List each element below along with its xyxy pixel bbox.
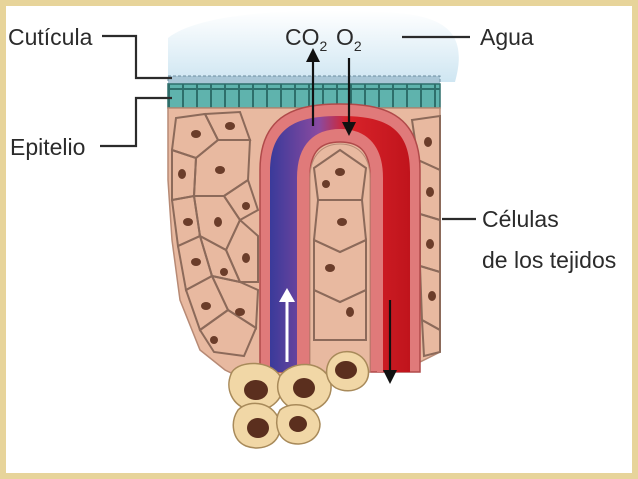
inner-tissue-nuclei	[322, 168, 354, 317]
celulas-label-line2: de los tejidos	[482, 247, 616, 273]
capillary-inner-wall	[297, 128, 383, 372]
inner-tissue-column	[309, 143, 371, 373]
co2-arrow	[306, 48, 320, 126]
water-area	[168, 10, 459, 83]
venous-flow-arrow	[279, 288, 295, 362]
epithelium-layer	[167, 83, 441, 109]
inner-tissue-cells	[312, 148, 368, 341]
agua-label: Agua	[480, 24, 534, 50]
cuticle-layer	[167, 75, 441, 85]
epitelio-label: Epitelio	[10, 134, 85, 160]
arterial-flow-arrow	[383, 300, 397, 384]
left-tissue-cells	[170, 110, 260, 358]
lower-cells	[228, 350, 370, 449]
celulas-label-line1: Células	[482, 206, 559, 232]
right-tissue-nuclei	[424, 137, 436, 301]
co2-label: CO2	[285, 24, 328, 54]
epitelio-leader	[100, 96, 172, 148]
o2-arrow	[342, 58, 356, 136]
left-tissue-nuclei	[178, 122, 250, 344]
cuticula-leader	[102, 34, 172, 80]
o2-label: O2	[336, 24, 362, 54]
cuticula-label: Cutícula	[8, 24, 93, 50]
